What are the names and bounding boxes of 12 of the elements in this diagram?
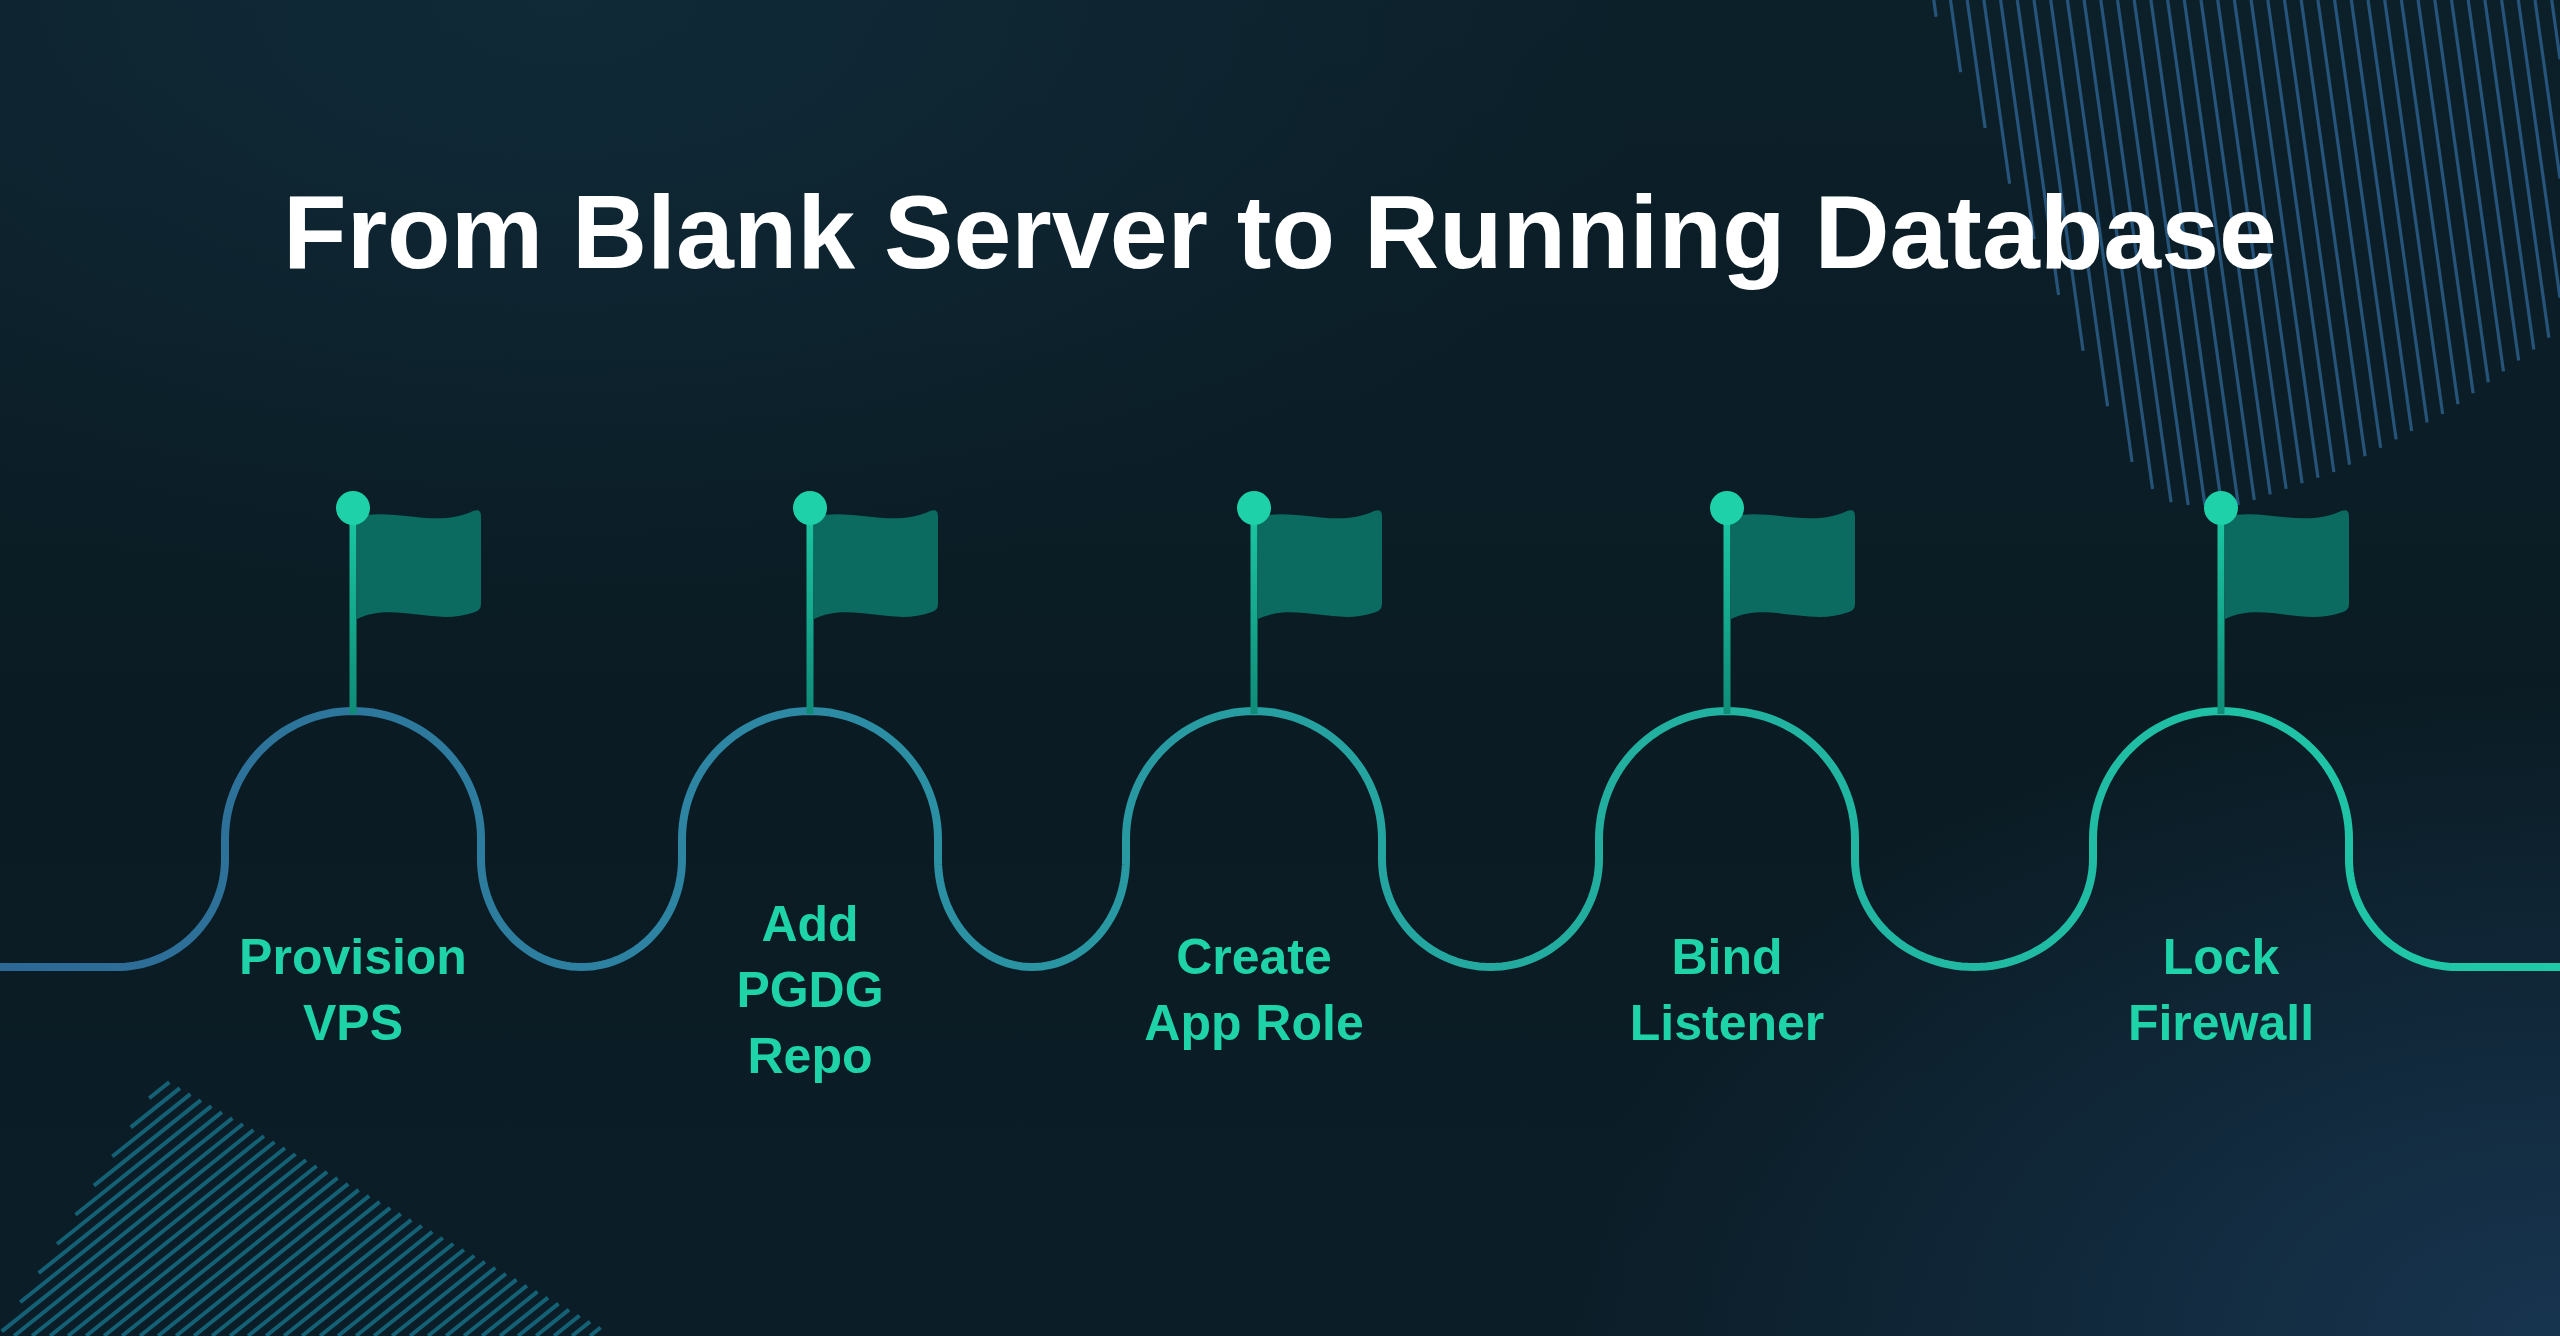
timeline-line <box>1851 858 2097 971</box>
timeline-line <box>934 858 1130 971</box>
step-label: Lock Firewall <box>2126 928 2316 1053</box>
timeline-line <box>2345 858 2560 971</box>
step-label: Create App Role <box>1143 928 1365 1053</box>
title: From Blank Server to Running Database <box>283 173 2277 292</box>
step-label: Bind Listener <box>1628 928 1826 1053</box>
timeline-line <box>0 858 229 971</box>
step-label: Add PGDG Repo <box>735 895 885 1086</box>
step-label: Provision VPS <box>238 928 468 1053</box>
timeline-line <box>477 858 686 971</box>
timeline-line <box>1378 858 1603 971</box>
